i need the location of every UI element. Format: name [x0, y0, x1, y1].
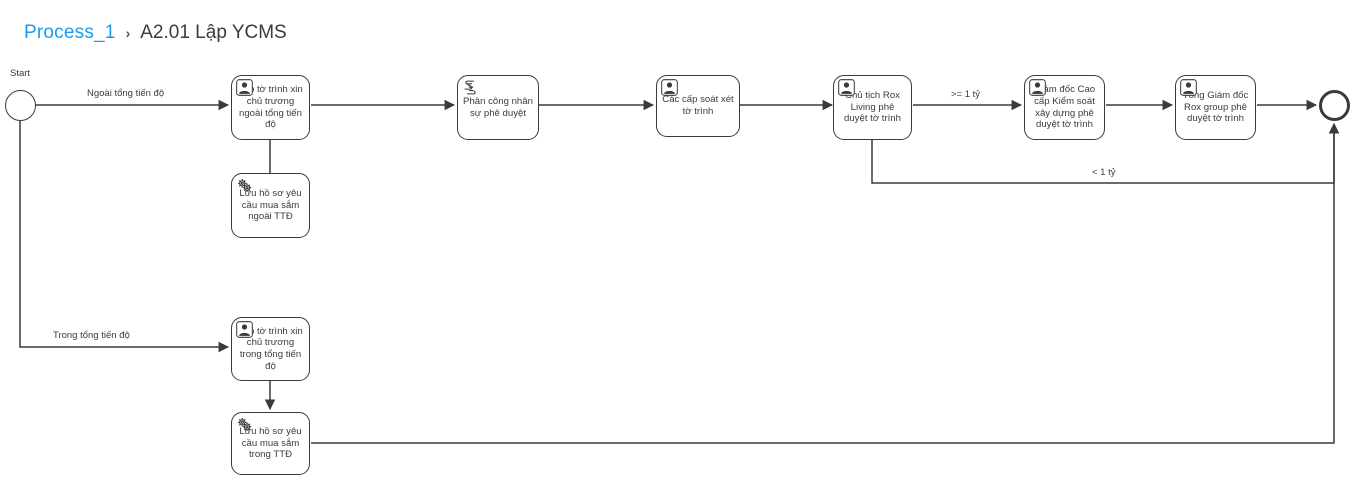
- breadcrumb: Process_1 › A2.01 Lập YCMS: [24, 18, 287, 48]
- task-label: Lập tờ trình xin chủ trương trong tổng t…: [238, 325, 303, 372]
- task-lap-to-trinh-trong-ttd[interactable]: Lập tờ trình xin chủ trương trong tổng t…: [231, 317, 310, 381]
- flow-label-gte-1-ty: >= 1 tỷ: [948, 89, 984, 100]
- breadcrumb-process-link[interactable]: Process_1: [24, 22, 116, 43]
- task-label: Phân công nhân sự phê duyệt: [463, 95, 533, 119]
- flow-label-lt-1-ty: < 1 tỷ: [1089, 167, 1119, 178]
- flow-task9-to-end: [311, 122, 1340, 444]
- start-event-label: Start: [10, 68, 31, 79]
- sequence-flow-layer: [19, 99, 1340, 444]
- script-task-icon: [464, 80, 476, 95]
- bpmn-diagram-canvas[interactable]: Start Lập tờ trình xin chủ trương ngoài …: [0, 52, 1362, 490]
- task-label: Lưu hồ sơ yêu cầu mua sắm trong TTĐ: [239, 426, 302, 461]
- task-chu-tich-rox-living[interactable]: Chủ tịch Rox Living phê duyệt tờ trình: [833, 75, 912, 140]
- start-event[interactable]: [5, 90, 36, 121]
- task-lap-to-trinh-ngoai-ttd[interactable]: Lập tờ trình xin chủ trương ngoài tổng t…: [231, 75, 310, 140]
- task-label: Lập tờ trình xin chủ trương ngoài tổng t…: [238, 84, 303, 131]
- task-label: Chủ tịch Rox Living phê duyệt tờ trình: [844, 90, 901, 125]
- task-luu-ho-so-trong-ttd[interactable]: Lưu hồ sơ yêu cầu mua sắm trong TTĐ: [231, 412, 310, 475]
- task-giam-doc-cao-cap[interactable]: Giám đốc Cao cấp Kiểm soát xây dựng phê …: [1024, 75, 1105, 140]
- flow-label-trong-tong-tien-do: Trong tổng tiến độ: [50, 330, 133, 341]
- task-label: Lưu hồ sơ yêu cầu mua sắm ngoài TTĐ: [239, 188, 302, 223]
- end-event[interactable]: [1319, 90, 1350, 121]
- task-label: Giám đốc Cao cấp Kiểm soát xây dựng phê …: [1033, 84, 1096, 131]
- task-luu-ho-so-ngoai-ttd[interactable]: Lưu hồ sơ yêu cầu mua sắm ngoài TTĐ: [231, 173, 310, 238]
- flow-start-to-task8: [19, 121, 230, 353]
- chevron-right-icon: ›: [125, 25, 131, 41]
- task-label: Tổng Giám đốc Rox group phê duyệt tờ trì…: [1182, 90, 1249, 125]
- breadcrumb-current-page: A2.01 Lập YCMS: [140, 22, 287, 43]
- task-tong-giam-doc-rox-group[interactable]: Tổng Giám đốc Rox group phê duyệt tờ trì…: [1175, 75, 1256, 140]
- flow-label-ngoai-tong-tien-do: Ngoài tổng tiến độ: [84, 88, 168, 99]
- task-label: Các cấp soát xét tờ trình: [662, 94, 734, 117]
- task-cac-cap-soat-xet[interactable]: Các cấp soát xét tờ trình: [656, 75, 740, 137]
- task-phan-cong-nhan-su[interactable]: Phân công nhân sự phê duyệt: [457, 75, 539, 140]
